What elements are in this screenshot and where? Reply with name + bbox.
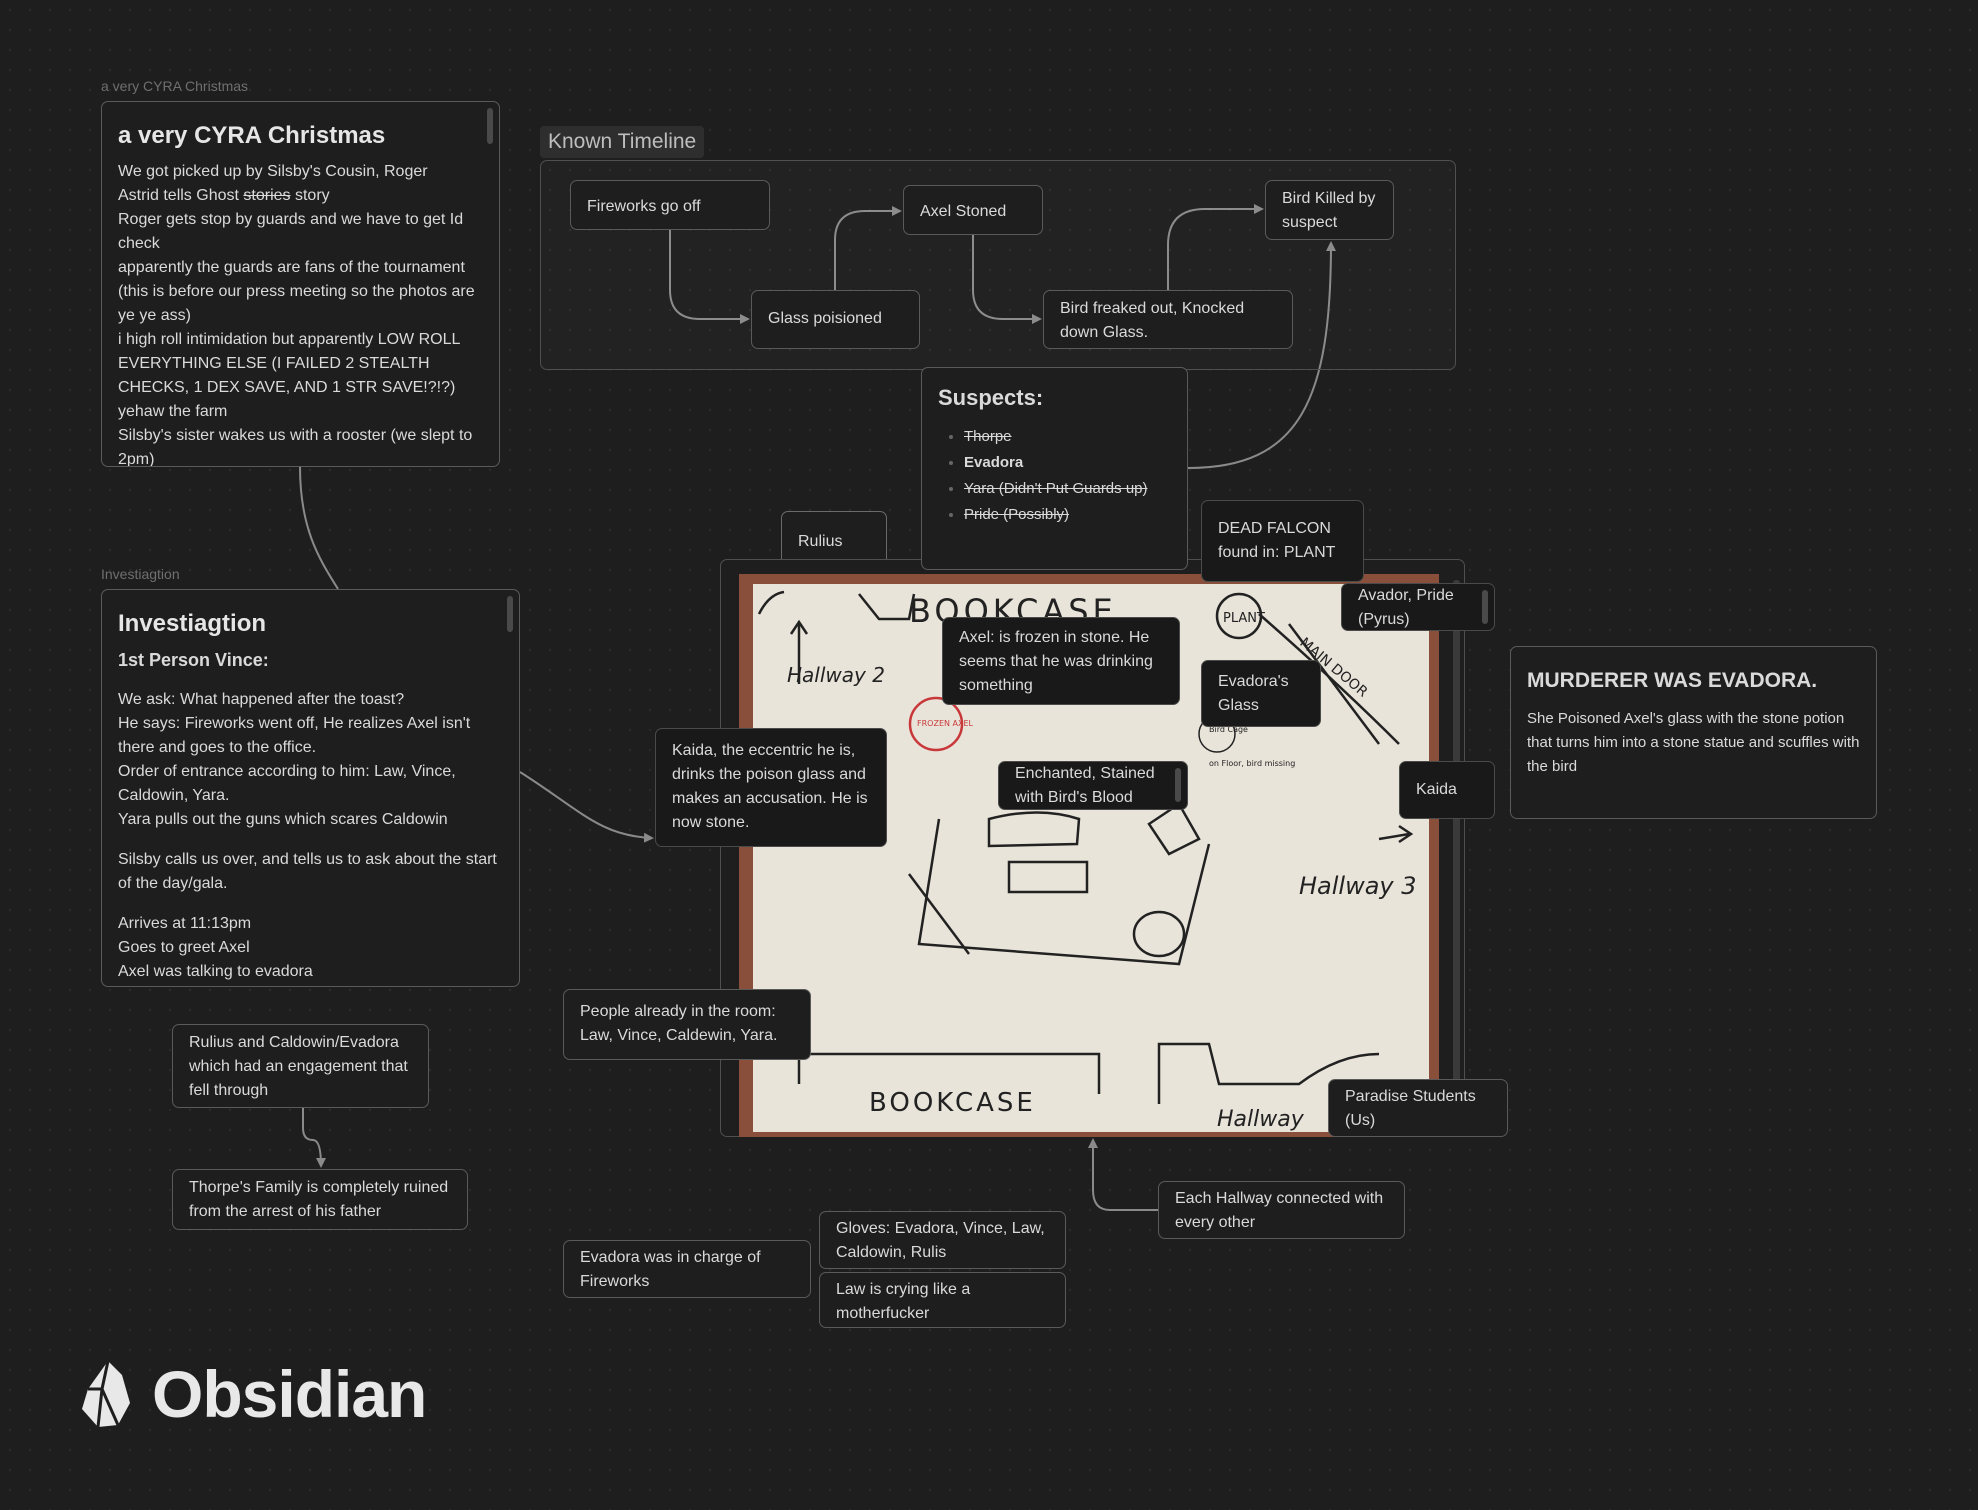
note-avador-pride[interactable]: Avador, Pride (Pyrus) <box>1341 583 1495 631</box>
note-text: Avador, Pride (Pyrus) <box>1358 587 1454 628</box>
map-label-hallway: Hallway <box>1217 1107 1305 1132</box>
investigation-note-card[interactable]: Investiagtion 1st Person Vince: We ask: … <box>101 589 520 987</box>
note-dead-falcon[interactable]: DEAD FALCON found in: PLANT <box>1201 500 1364 582</box>
map-label-hallway3: Hallway 3 <box>1299 872 1417 900</box>
map-label-plant: PLANT <box>1223 611 1265 626</box>
timeline-node-bird-killed[interactable]: Bird Killed by suspect <box>1265 180 1394 240</box>
scrollbar[interactable] <box>1175 768 1181 802</box>
note-line: We got picked up by Silsby's Cousin, Rog… <box>118 163 428 180</box>
edge-investigation-kaida <box>519 771 654 843</box>
map-label-bird-note: on Floor, bird missing <box>1209 759 1295 768</box>
note-rulius-caldowin[interactable]: Rulius and Caldowin/Evadora which had an… <box>172 1024 429 1108</box>
note-law-crying[interactable]: Law is crying like a motherfucker <box>819 1272 1066 1328</box>
note-evadora-glass[interactable]: Evadora's Glass <box>1201 660 1321 727</box>
note-line: Arrives at 11:13pm <box>118 915 252 932</box>
obsidian-logo-icon <box>82 1360 130 1428</box>
suspects-card[interactable]: Suspects: Thorpe Evadora Yara (Didn't Pu… <box>921 367 1188 570</box>
edge-christmas-investigation <box>299 466 339 590</box>
note-line: Silsby's sister wakes us with a rooster … <box>118 427 473 467</box>
note-kaida[interactable]: Kaida <box>1399 761 1495 819</box>
timeline-node-axel[interactable]: Axel Stoned <box>903 185 1043 235</box>
note-line: Axel was talking to evadora <box>118 963 313 980</box>
note-label: a very CYRA Christmas <box>101 78 249 94</box>
note-text: Enchanted, Stained with Bird's Blood <box>1015 765 1155 806</box>
timeline-node-fireworks[interactable]: Fireworks go off <box>570 180 770 230</box>
note-title: Investiagtion <box>118 610 267 637</box>
note-line: He says: Fireworks went off, He realizes… <box>118 715 471 756</box>
note-axel-frozen[interactable]: Axel: is frozen in stone. He seems that … <box>942 617 1180 705</box>
note-line: Order of entrance according to him: Law,… <box>118 763 456 804</box>
suspect-item: Yara (Didn't Put Guards up) <box>964 476 1171 502</box>
note-line: Roger gets stop by guards and we have to… <box>118 211 464 252</box>
christmas-note-card[interactable]: a very CYRA Christmas We got picked up b… <box>101 101 500 467</box>
map-label-hallway2: Hallway 2 <box>787 663 885 687</box>
suspect-item: Pride (Possibly) <box>964 502 1171 528</box>
suspect-item: Thorpe <box>964 424 1171 450</box>
note-thorpe-family[interactable]: Thorpe's Family is completely ruined fro… <box>172 1169 468 1230</box>
scrollbar[interactable] <box>1453 580 1460 1100</box>
note-line: Astrid tells Ghost stories story <box>118 187 330 204</box>
suspect-item: Evadora <box>964 450 1171 476</box>
note-people-in-room[interactable]: People already in the room: Law, Vince, … <box>563 989 811 1060</box>
note-paragraph: Silsby calls us over, and tells us to as… <box>118 851 497 892</box>
murderer-body: She Poisoned Axel's glass with the stone… <box>1527 710 1860 775</box>
note-title: a very CYRA Christmas <box>118 122 386 149</box>
suspects-title: Suspects: <box>938 385 1044 410</box>
note-hallway-connected[interactable]: Each Hallway connected with every other <box>1158 1181 1405 1239</box>
scrollbar[interactable] <box>1482 590 1488 624</box>
note-evadora-fireworks[interactable]: Evadora was in charge of Fireworks <box>563 1240 811 1298</box>
group-label-timeline[interactable]: Known Timeline <box>540 126 705 158</box>
note-subtitle: 1st Person Vince: <box>118 650 269 670</box>
map-label-bird-cage: Bird Cage <box>1209 725 1248 734</box>
note-label: Investiagtion <box>101 566 180 582</box>
edge-rulius-thorpe <box>302 1108 326 1168</box>
map-label-frozen-axel: FROZEN AXEL <box>917 719 974 728</box>
note-murderer[interactable]: MURDERER WAS EVADORA. She Poisoned Axel'… <box>1510 646 1877 819</box>
note-kaida-eccentric[interactable]: Kaida, the eccentric he is, drinks the p… <box>655 728 887 847</box>
obsidian-logo: Obsidian <box>78 1356 427 1432</box>
note-line: i high roll intimidation but apparently … <box>118 331 460 396</box>
note-enchanted[interactable]: Enchanted, Stained with Bird's Blood <box>998 761 1188 810</box>
scrollbar[interactable] <box>507 596 513 632</box>
edge-hallway-image <box>1088 1138 1158 1211</box>
obsidian-wordmark: Obsidian <box>152 1357 427 1431</box>
timeline-node-bird-freaked[interactable]: Bird freaked out, Knocked down Glass. <box>1043 290 1293 349</box>
note-line: apparently the guards are fans of the to… <box>118 259 475 324</box>
note-line: Goes to greet Axel <box>118 939 250 956</box>
map-label-bookcase-bottom: BOOKCASE <box>869 1088 1036 1118</box>
murderer-title: MURDERER WAS EVADORA. <box>1527 669 1818 692</box>
note-line: We ask: What happened after the toast? <box>118 691 405 708</box>
note-line: yehaw the farm <box>118 403 228 420</box>
scrollbar[interactable] <box>487 108 493 144</box>
timeline-node-glass[interactable]: Glass poisioned <box>751 290 920 349</box>
note-paradise-students[interactable]: Paradise Students (Us) <box>1328 1079 1508 1137</box>
note-gloves[interactable]: Gloves: Evadora, Vince, Law, Caldowin, R… <box>819 1211 1066 1269</box>
note-line: Yara pulls out the guns which scares Cal… <box>118 811 448 828</box>
